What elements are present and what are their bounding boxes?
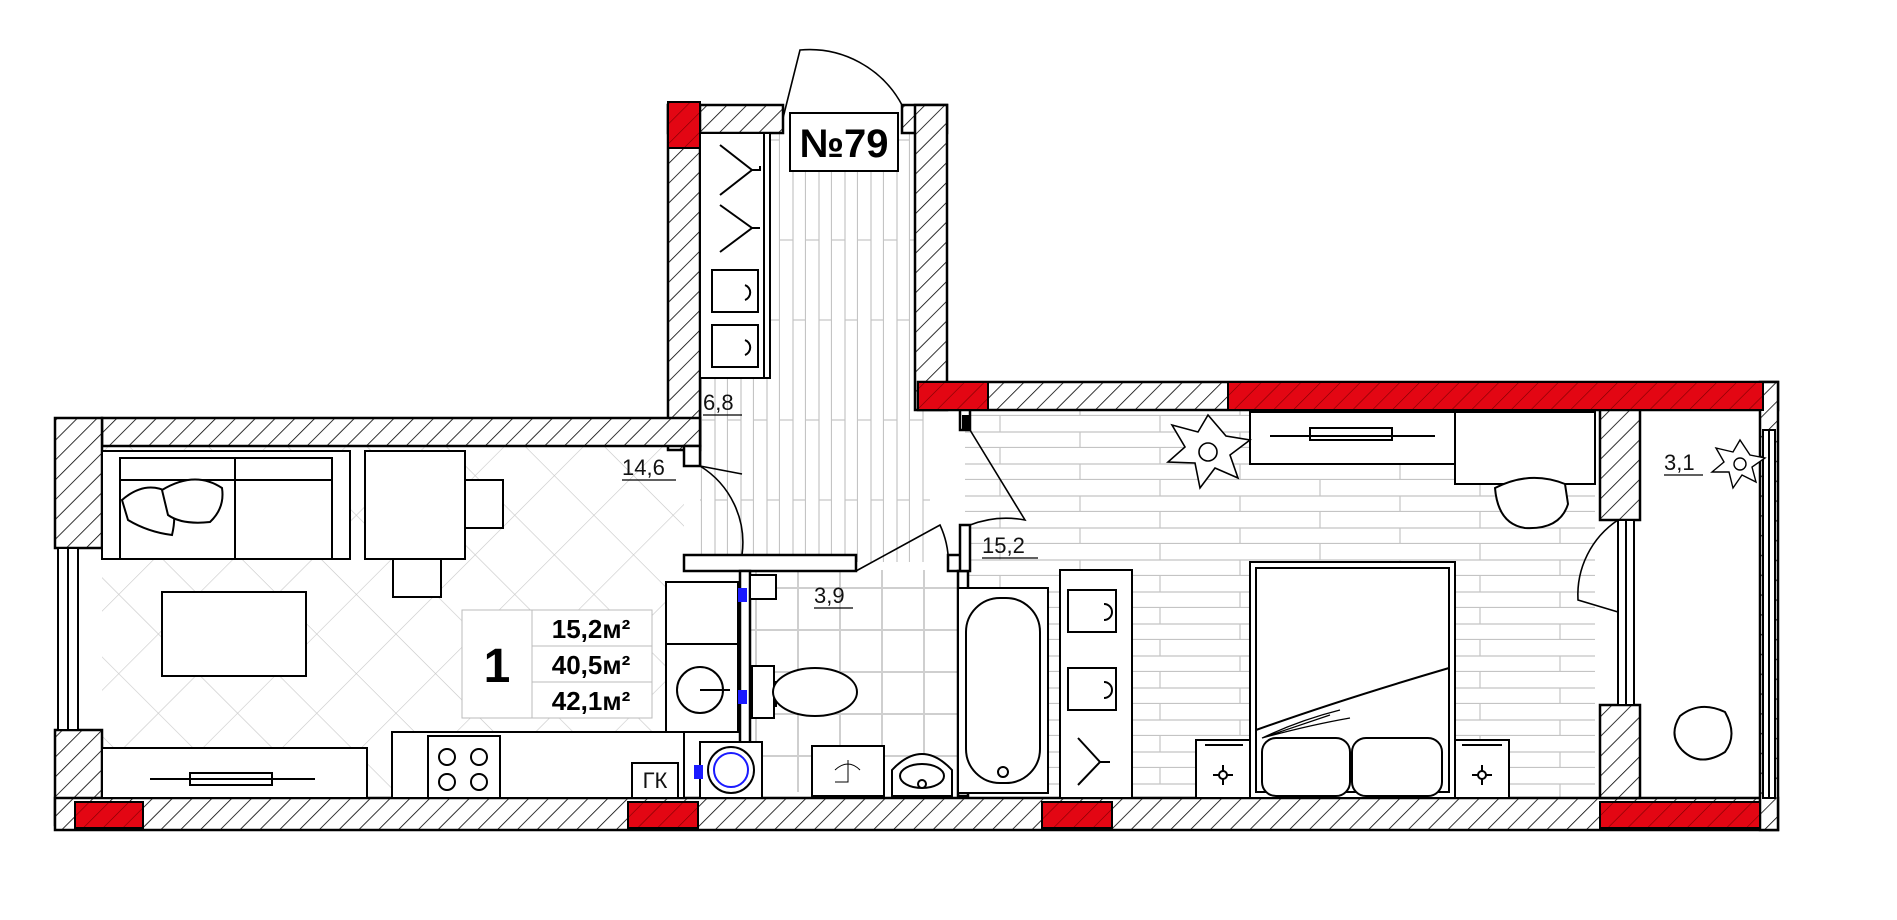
entrance-door — [782, 48, 903, 119]
tv-icon — [1309, 427, 1393, 441]
wardrobe — [699, 132, 771, 379]
bedroom-wardrobe — [1059, 569, 1133, 799]
wall-left-top — [53, 416, 104, 550]
bedroom-door — [969, 429, 1027, 526]
pillow-icon — [160, 478, 224, 524]
plant-icon — [1710, 438, 1767, 490]
total-area: 40,5м² — [552, 650, 631, 680]
dining-table — [364, 450, 504, 598]
red-wall-6 — [1041, 801, 1113, 829]
tv-stand — [101, 747, 368, 799]
kitchen-door — [699, 465, 744, 556]
toilet-icon — [772, 667, 858, 717]
room-labels: 14,6 6,8 3,9 15,2 3,1 — [622, 390, 1703, 609]
toilet-tank — [751, 665, 775, 719]
hanger-icon — [1077, 737, 1110, 786]
bedroom-furniture — [1195, 411, 1596, 799]
balcony-door — [1577, 519, 1619, 613]
shelf-box-icon — [711, 269, 759, 313]
coffee-table — [161, 591, 307, 677]
bathroom-door — [855, 523, 950, 572]
apartment-number: №79 — [799, 122, 888, 166]
balcony-area: 3,1 — [1664, 450, 1695, 475]
risers — [694, 415, 971, 779]
bathroom-fixtures — [749, 574, 1049, 797]
plant-icon — [1165, 413, 1252, 490]
wall-bottom — [53, 796, 1780, 832]
living-area: 15,2м² — [552, 614, 631, 644]
wall-corridor-left — [666, 103, 702, 452]
chair — [392, 558, 442, 598]
wall-kitchen-top — [100, 416, 702, 448]
kitchen-living-area: 14,6 — [622, 455, 665, 480]
red-wall-4 — [74, 801, 144, 829]
area-summary: 1 15,2м² 40,5м² 42,1м² — [461, 609, 653, 719]
wall-hall-bottom-left — [682, 553, 858, 573]
wall-corridor-right — [913, 103, 949, 412]
stove-icon — [427, 735, 501, 799]
total-area-with-balcony: 42,1м² — [552, 686, 631, 716]
kitchen-counter — [391, 731, 685, 799]
shelf-box-icon — [1067, 589, 1117, 633]
hallway-area: 6,8 — [703, 390, 734, 415]
windows — [57, 429, 1776, 799]
pillow — [1351, 737, 1443, 797]
gas-boiler — [631, 762, 679, 799]
wall-bedroom-balcony-bottom — [1598, 703, 1642, 800]
hanger-icon — [719, 144, 761, 196]
chair — [464, 479, 504, 529]
sofa — [101, 450, 351, 560]
desk — [1454, 411, 1596, 485]
bathroom-area: 3,9 — [814, 583, 845, 608]
red-wall-7 — [1599, 801, 1761, 829]
fridge-sink-column — [665, 581, 763, 799]
wall-hall-kitchen — [682, 444, 702, 468]
rooms-count: 1 — [484, 640, 511, 693]
red-wall-1 — [667, 101, 701, 149]
red-wall-3 — [1227, 381, 1764, 411]
pillow — [1261, 737, 1351, 797]
load-bearing-walls — [74, 101, 1764, 829]
gas-boiler-label: ГК — [643, 768, 668, 793]
bedroom-area: 15,2 — [982, 533, 1025, 558]
balcony-chair — [1673, 705, 1733, 761]
red-wall-2 — [917, 381, 989, 411]
entrance-number-plate: №79 — [789, 112, 899, 172]
desk-chair — [1493, 476, 1570, 530]
red-wall-5 — [627, 801, 699, 829]
shelf-box-icon — [1067, 667, 1117, 711]
doors — [699, 48, 1619, 613]
wall-hall-right-stub-2 — [958, 523, 972, 573]
wall-bedroom-balcony-top — [1598, 408, 1642, 522]
hanger-icon — [719, 204, 760, 253]
